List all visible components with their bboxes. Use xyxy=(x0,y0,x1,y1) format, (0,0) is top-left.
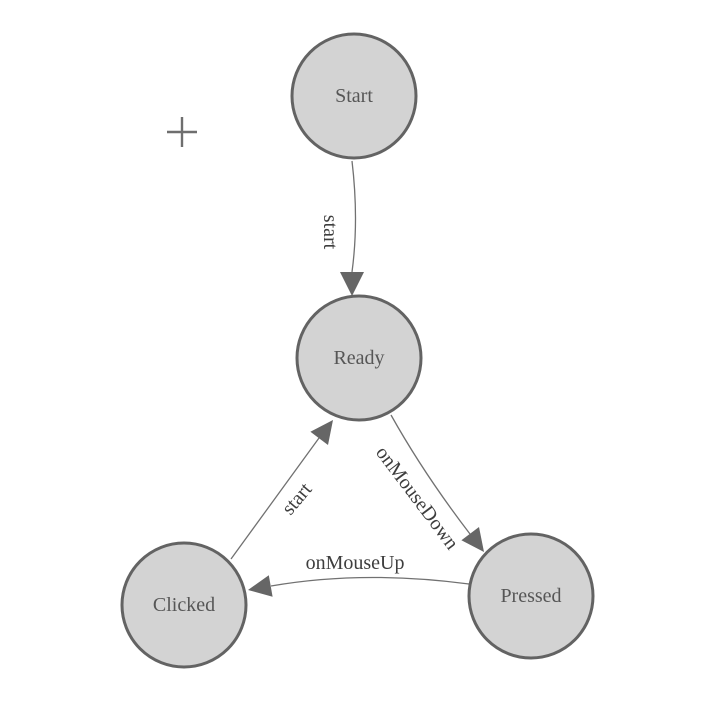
crosshair-icon xyxy=(167,117,197,147)
node-clicked-label: Clicked xyxy=(153,594,215,616)
edge-pressed-to-clicked-label: onMouseUp xyxy=(306,552,405,574)
edge-start-to-ready-line[interactable] xyxy=(351,160,357,273)
node-pressed[interactable]: Pressed xyxy=(467,532,595,660)
edge-pressed-to-clicked[interactable]: onMouseUp xyxy=(248,552,470,597)
node-ready-label: Ready xyxy=(333,347,384,369)
node-start-circle[interactable] xyxy=(290,32,418,160)
edge-start-to-ready-label: start xyxy=(319,215,341,250)
edge-ready-to-pressed-line[interactable] xyxy=(390,414,471,535)
edge-clicked-to-ready-label: start xyxy=(278,478,317,519)
edge-pressed-to-clicked-line[interactable] xyxy=(270,576,470,587)
edge-start-to-ready[interactable]: start xyxy=(319,160,364,296)
node-clicked[interactable]: Clicked xyxy=(120,541,248,669)
node-start-label: Start xyxy=(335,85,373,107)
edge-pressed-to-clicked-arrowhead-icon xyxy=(248,575,273,597)
node-pressed-circle[interactable] xyxy=(467,532,595,660)
node-start[interactable]: Start xyxy=(290,32,418,160)
node-clicked-circle[interactable] xyxy=(120,541,248,669)
edge-clicked-to-ready[interactable]: start xyxy=(230,420,333,560)
edge-clicked-to-ready-line[interactable] xyxy=(230,437,320,560)
node-pressed-label: Pressed xyxy=(500,585,561,607)
edge-clicked-to-ready-arrowhead-icon xyxy=(310,420,333,445)
edge-ready-to-pressed[interactable]: onMouseDown xyxy=(371,414,484,554)
edge-start-to-ready-arrowhead-icon xyxy=(340,272,364,296)
edge-ready-to-pressed-arrowhead-icon xyxy=(461,527,484,552)
node-ready-circle[interactable] xyxy=(295,294,423,422)
node-ready[interactable]: Ready xyxy=(295,294,423,422)
